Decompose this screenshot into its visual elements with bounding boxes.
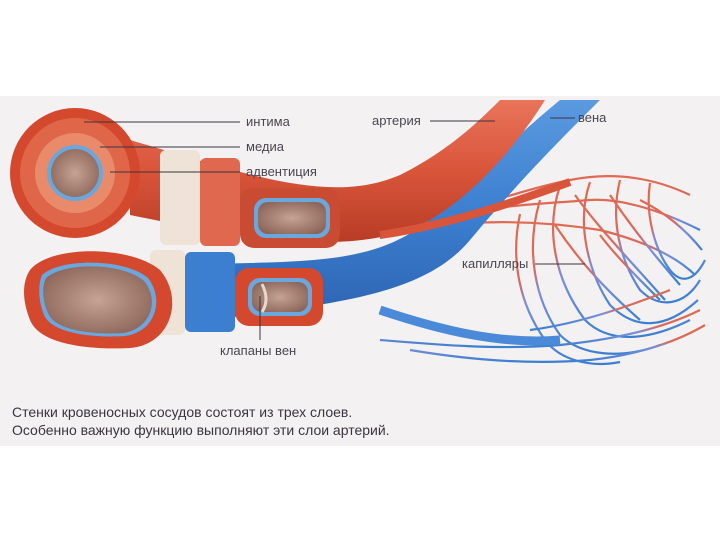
label-intima: интима xyxy=(246,114,290,129)
artery-cross-section xyxy=(10,108,140,238)
vein-cross-section xyxy=(24,251,173,349)
label-vein: вена xyxy=(578,110,607,125)
label-adventitia: адвентиция xyxy=(246,164,317,179)
label-artery: артерия xyxy=(372,113,421,128)
artery-layer-sections xyxy=(160,150,340,248)
label-leader-lines xyxy=(84,117,585,340)
caption-line-1: Стенки кровеносных сосудов состоят из тр… xyxy=(12,404,353,420)
label-capillaries: капилляры xyxy=(462,256,529,271)
caption-line-2: Особенно важную функцию выполняют эти сл… xyxy=(12,422,390,438)
blood-vessel-diagram xyxy=(10,100,706,366)
label-media: медиа xyxy=(246,139,284,154)
label-vein-valves: клапаны вен xyxy=(220,343,297,358)
caption: Стенки кровеносных сосудов состоят из тр… xyxy=(12,403,390,439)
